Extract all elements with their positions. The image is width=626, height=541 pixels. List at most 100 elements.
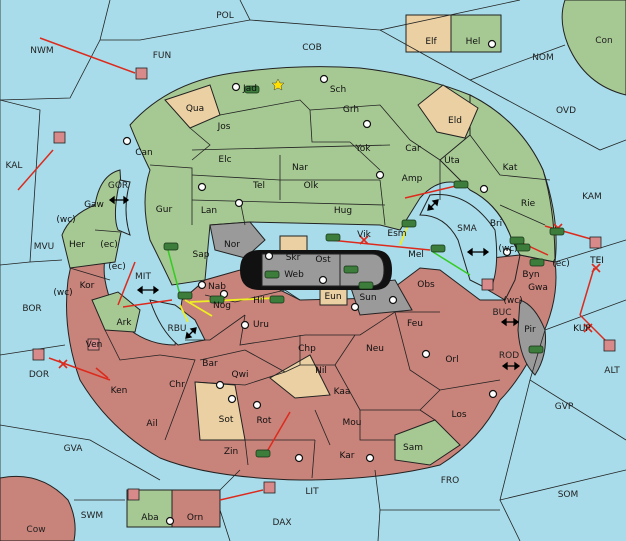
- label-aba: Aba: [141, 513, 158, 523]
- label-olk: Olk: [304, 181, 320, 191]
- label-nar: Nar: [292, 163, 308, 173]
- inner-sea-rbu: [149, 299, 206, 346]
- province-cow[interactable]: [0, 475, 76, 541]
- label-dor: DOR: [29, 370, 49, 380]
- label-obs: Obs: [417, 280, 435, 290]
- label-feu: Feu: [407, 319, 423, 329]
- label-nab: Nab: [208, 282, 226, 292]
- label-neu: Neu: [366, 344, 384, 354]
- label-wc4: (wc): [503, 296, 522, 306]
- label-kup: KUP: [573, 324, 591, 334]
- label-kar: Kar: [340, 451, 355, 461]
- label-alt: ALT: [604, 366, 620, 376]
- label-kam: KAM: [582, 192, 602, 202]
- province-orn[interactable]: [171, 489, 221, 528]
- label-elf: Elf: [425, 37, 437, 47]
- label-nwm: NWM: [30, 46, 53, 56]
- landmass-west-arm: [61, 169, 124, 269]
- label-con: Con: [595, 36, 613, 46]
- label-grh: Grh: [343, 105, 359, 115]
- label-bor: BOR: [22, 304, 41, 314]
- label-sot: Sot: [219, 415, 234, 425]
- label-wc3: (wc): [53, 288, 72, 298]
- label-elc: Elc: [218, 155, 231, 165]
- province-elf[interactable]: [405, 14, 452, 53]
- label-mou: Mou: [343, 418, 362, 428]
- province-nor[interactable]: [209, 221, 266, 259]
- label-lit: LIT: [305, 487, 319, 497]
- label-sap: Sap: [193, 250, 210, 260]
- province-eld[interactable]: [417, 84, 479, 139]
- province-ost[interactable]: [339, 253, 385, 287]
- label-hil: Hil: [253, 296, 265, 306]
- label-dax: DAX: [272, 518, 291, 528]
- label-wc1: (wc): [56, 215, 75, 225]
- label-orl: Orl: [445, 355, 458, 365]
- label-tei: TEI: [589, 256, 604, 266]
- label-byn: Byn: [522, 270, 539, 280]
- province-ark[interactable]: [91, 291, 141, 333]
- label-jad: Jad: [242, 84, 257, 94]
- label-bri: Bri: [490, 219, 502, 229]
- label-sam: Sam: [403, 443, 423, 453]
- label-rbu: RBU: [167, 324, 186, 334]
- label-fro: FRO: [441, 476, 460, 486]
- label-uta: Uta: [444, 156, 460, 166]
- label-nil: Nil: [315, 366, 327, 376]
- label-web: Web: [284, 270, 304, 280]
- label-sch: Sch: [330, 85, 346, 95]
- label-gvp: GVP: [555, 402, 574, 412]
- label-wc2: (wc): [498, 244, 517, 254]
- label-qua: Qua: [186, 104, 204, 114]
- label-som: SOM: [558, 490, 579, 500]
- label-ec3: (ec): [552, 259, 570, 269]
- label-sun: Sun: [359, 293, 376, 303]
- label-her: Her: [69, 240, 85, 250]
- province-pir[interactable]: [517, 299, 546, 376]
- label-bar: Bar: [202, 359, 218, 369]
- green-orders: [167, 249, 471, 296]
- label-ail: Ail: [146, 419, 157, 429]
- label-nor: Nor: [224, 240, 240, 250]
- province-sam[interactable]: [394, 419, 461, 466]
- label-jos: Jos: [217, 122, 231, 132]
- label-can: Can: [135, 148, 153, 158]
- label-los: Los: [451, 410, 466, 420]
- fleet-units[interactable]: [163, 85, 565, 458]
- label-pir: Pir: [524, 325, 536, 335]
- label-hel: Hel: [466, 37, 481, 47]
- label-esm: Esm: [387, 229, 406, 239]
- label-mit: MIT: [135, 272, 151, 282]
- label-nog: Nog: [213, 301, 231, 311]
- supply-centers: [122, 39, 512, 526]
- label-gaw: Gaw: [84, 200, 104, 210]
- label-car: Car: [405, 144, 421, 154]
- label-ec2: (ec): [108, 262, 126, 272]
- label-skr: Skr: [286, 253, 301, 263]
- label-rot: Rot: [257, 416, 272, 426]
- label-eld: Eld: [448, 116, 462, 126]
- label-buc: BUC: [492, 308, 511, 318]
- label-mvu: MVU: [34, 242, 55, 252]
- yellow-orders: [179, 224, 409, 323]
- label-zin: Zin: [224, 447, 238, 457]
- label-swm: SWM: [81, 511, 103, 521]
- label-kal: KAL: [6, 161, 23, 171]
- label-ark: Ark: [116, 318, 132, 328]
- label-ken: Ken: [111, 386, 128, 396]
- coast-arrows: [108, 195, 521, 371]
- label-gur: Gur: [156, 205, 173, 215]
- province-con[interactable]: [561, 0, 626, 96]
- label-orn: Orn: [187, 513, 203, 523]
- label-amp: Amp: [402, 174, 423, 184]
- label-hug: Hug: [334, 206, 352, 216]
- army-units[interactable]: [32, 67, 616, 501]
- label-yok: Yok: [354, 144, 371, 154]
- label-ost: Ost: [315, 255, 331, 265]
- province-nil[interactable]: [269, 354, 331, 399]
